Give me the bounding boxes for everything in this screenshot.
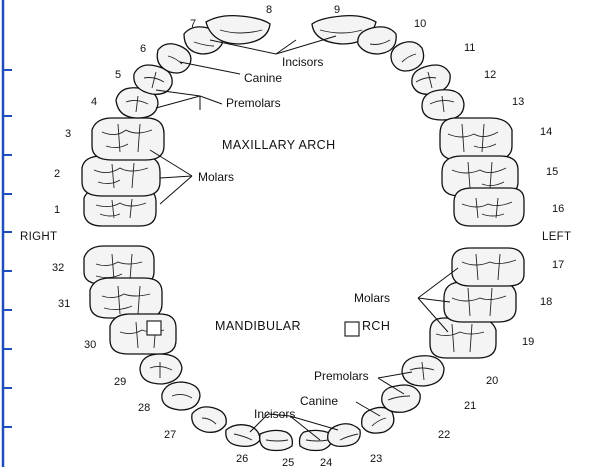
upper-premolars-label: Premolars bbox=[226, 96, 281, 110]
tooth-number-31: 31 bbox=[58, 298, 70, 310]
tooth-number-32: 32 bbox=[52, 262, 64, 274]
tooth-number-3: 3 bbox=[65, 128, 71, 140]
tooth-30 bbox=[110, 314, 176, 354]
tooth-number-1: 1 bbox=[54, 204, 60, 216]
tooth-number-22: 22 bbox=[438, 429, 450, 441]
tooth-number-8: 8 bbox=[266, 4, 272, 16]
tooth-25 bbox=[260, 430, 293, 450]
tooth-number-6: 6 bbox=[140, 43, 146, 55]
tooth-31 bbox=[90, 278, 162, 318]
tooth-number-13: 13 bbox=[512, 96, 524, 108]
tooth-24 bbox=[300, 430, 333, 450]
placeholder-square-left bbox=[147, 321, 161, 335]
left-border-ticks bbox=[3, 70, 12, 427]
tooth-28 bbox=[162, 382, 200, 410]
tooth-23 bbox=[328, 424, 361, 447]
upper-canine-label: Canine bbox=[244, 71, 282, 85]
tooth-29 bbox=[140, 354, 182, 384]
tooth-number-14: 14 bbox=[540, 126, 552, 138]
tooth-number-26: 26 bbox=[236, 453, 248, 465]
tooth-22 bbox=[362, 407, 394, 433]
lower-canine-label: Canine bbox=[300, 394, 338, 408]
tooth-number-18: 18 bbox=[540, 296, 552, 308]
tooth-number-9: 9 bbox=[334, 4, 340, 16]
tooth-number-5: 5 bbox=[115, 69, 121, 81]
tooth-13 bbox=[422, 90, 464, 120]
tooth-number-27: 27 bbox=[164, 429, 176, 441]
tooth-number-7: 7 bbox=[190, 18, 196, 30]
tooth-20 bbox=[402, 356, 444, 386]
lower-incisors-label: Incisors bbox=[254, 407, 295, 421]
tooth-2 bbox=[82, 156, 160, 196]
tooth-16 bbox=[454, 188, 524, 226]
mandibular-arch-title-tail: RCH bbox=[362, 319, 390, 333]
tooth-number-10: 10 bbox=[414, 18, 426, 30]
lower-molars-label: Molars bbox=[354, 291, 390, 305]
tooth-number-30: 30 bbox=[84, 339, 96, 351]
tooth-14 bbox=[440, 118, 512, 160]
tooth-number-17: 17 bbox=[552, 259, 564, 271]
tooth-number-4: 4 bbox=[91, 96, 97, 108]
mandibular-arch-title: MANDIBULAR bbox=[215, 319, 301, 333]
tooth-number-2: 2 bbox=[54, 168, 60, 180]
tooth-17 bbox=[452, 248, 524, 286]
tooth-3 bbox=[92, 118, 164, 160]
tooth-27 bbox=[192, 407, 226, 432]
placeholder-square-right bbox=[345, 322, 359, 336]
tooth-number-28: 28 bbox=[138, 402, 150, 414]
tooth-26 bbox=[226, 425, 260, 447]
upper-molars-label: Molars bbox=[198, 170, 234, 184]
tooth-number-29: 29 bbox=[114, 376, 126, 388]
tooth-number-20: 20 bbox=[486, 375, 498, 387]
tooth-number-25: 25 bbox=[282, 457, 294, 467]
tooth-number-12: 12 bbox=[484, 69, 496, 81]
tooth-21 bbox=[382, 385, 420, 412]
tooth-18 bbox=[444, 282, 516, 322]
tooth-number-21: 21 bbox=[464, 400, 476, 412]
tooth-number-16: 16 bbox=[552, 203, 564, 215]
tooth-10 bbox=[358, 27, 396, 54]
tooth-number-24: 24 bbox=[320, 457, 332, 467]
tooth-11 bbox=[391, 42, 424, 71]
maxillary-arch-title: MAXILLARY ARCH bbox=[222, 138, 336, 152]
lower-premolars-label: Premolars bbox=[314, 369, 369, 383]
upper-incisors-label: Incisors bbox=[282, 55, 323, 69]
tooth-number-19: 19 bbox=[522, 336, 534, 348]
right-label: RIGHT bbox=[20, 231, 57, 243]
tooth-number-23: 23 bbox=[370, 453, 382, 465]
tooth-number-11: 11 bbox=[464, 42, 475, 54]
tooth-number-15: 15 bbox=[546, 166, 558, 178]
left-label: LEFT bbox=[542, 231, 571, 243]
tooth-19 bbox=[430, 318, 496, 358]
